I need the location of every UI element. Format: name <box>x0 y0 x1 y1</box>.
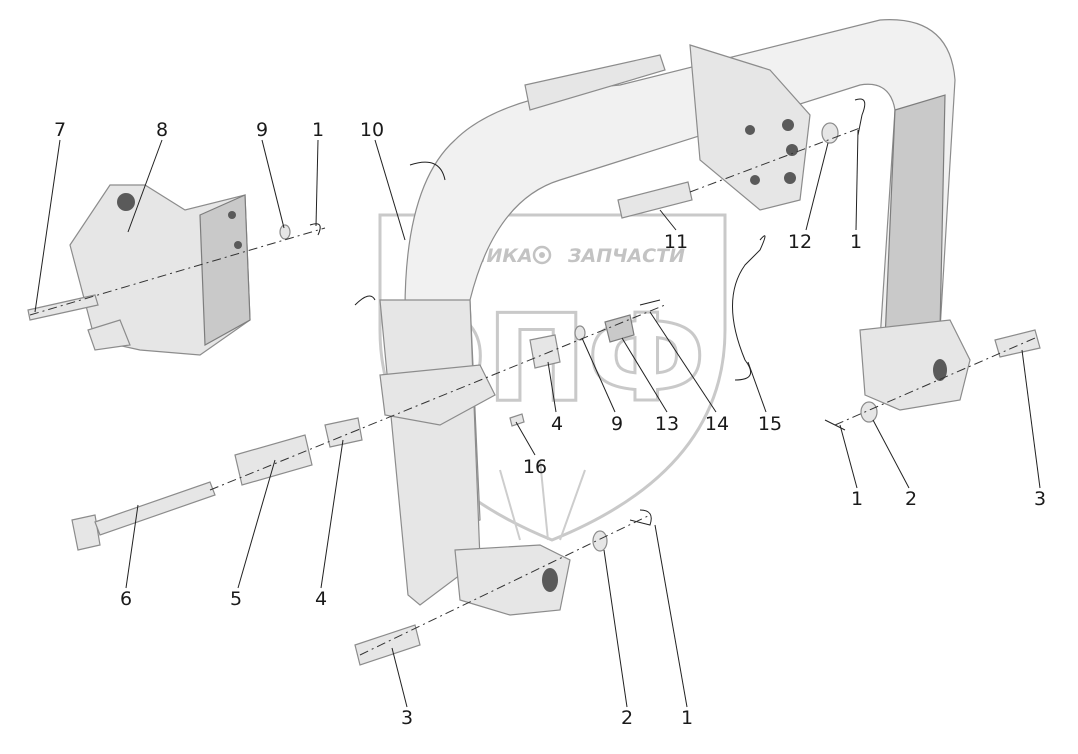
callout-13: 13 <box>655 413 679 435</box>
callout-11: 11 <box>664 231 688 253</box>
callout-14: 14 <box>705 413 729 435</box>
watermark-text-right: ЗАПЧАСТИ <box>567 245 685 267</box>
callout-1-right: 1 <box>851 488 863 510</box>
callout-6: 6 <box>120 588 132 610</box>
callout-1-bottom: 1 <box>681 707 693 729</box>
safety-bar-frame <box>379 19 971 616</box>
callout-2-bottom: 2 <box>621 707 633 729</box>
mount-bracket <box>69 184 251 356</box>
callout-7: 7 <box>54 119 66 141</box>
callout-8: 8 <box>156 119 168 141</box>
callout-3-bottom: 3 <box>401 707 413 729</box>
callout-15: 15 <box>758 413 782 435</box>
callout-9-top: 9 <box>256 119 268 141</box>
callout-4-lower: 4 <box>315 588 327 610</box>
assembly-axes <box>29 127 1036 656</box>
callout-2-right: 2 <box>905 488 917 510</box>
callout-16: 16 <box>523 456 547 478</box>
callout-12: 12 <box>788 231 812 253</box>
gear-icon <box>532 245 552 265</box>
watermark-wheat-icon <box>499 459 586 541</box>
callout-10: 10 <box>360 119 384 141</box>
callout-1-top-left: 1 <box>312 119 324 141</box>
callout-3-right: 3 <box>1034 488 1046 510</box>
callout-9-middle: 9 <box>611 413 623 435</box>
callout-4-upper: 4 <box>551 413 563 435</box>
leader-lines <box>34 129 1041 708</box>
callout-labels: 7 8 9 1 10 11 12 1 4 9 13 14 15 16 1 2 3… <box>54 119 1046 729</box>
callout-1-top-right: 1 <box>850 231 862 253</box>
callout-5: 5 <box>230 588 242 610</box>
